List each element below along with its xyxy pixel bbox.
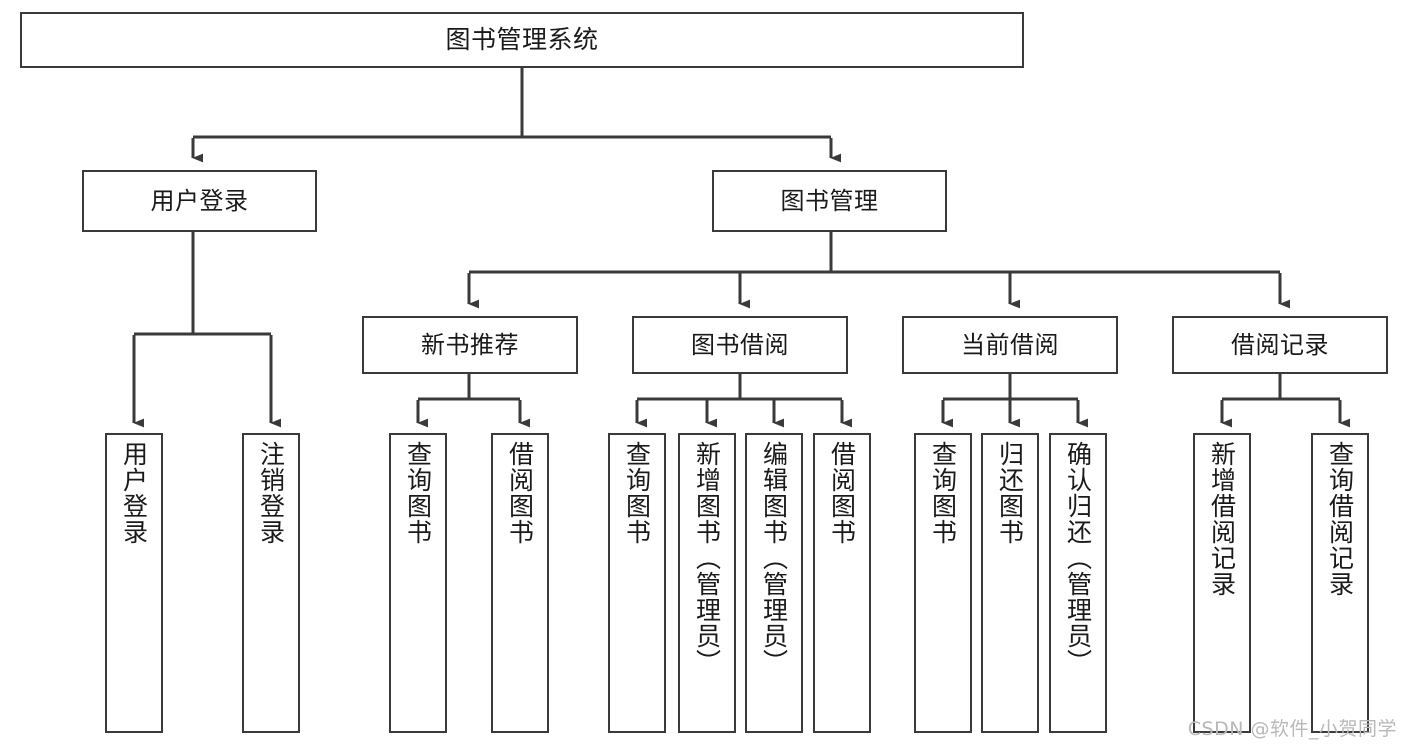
csdn-watermark: CSDN @软件_小贺同学 xyxy=(1187,718,1397,740)
node-label: 图书管理 xyxy=(780,186,879,215)
leaf-current-borrow-confirm-return-admin[interactable]: 确认归还（管理员） xyxy=(1049,433,1107,733)
node-new-book-recommend[interactable]: 新书推荐 xyxy=(362,316,578,374)
leaf-current-borrow-query-book[interactable]: 查询图书 xyxy=(914,433,972,733)
edge-bookmgmt-to-level3 xyxy=(467,232,1291,309)
node-label: 确认归还（管理员） xyxy=(1063,441,1093,675)
node-label: 查询借阅记录 xyxy=(1325,441,1355,597)
leaf-book-borrow-add-book-admin[interactable]: 新增图书（管理员） xyxy=(678,433,736,733)
leaf-book-borrow-borrow-book[interactable]: 借阅图书 xyxy=(813,433,871,733)
node-label: 借阅图书 xyxy=(505,441,535,545)
node-label: 注销登录 xyxy=(256,441,286,545)
leaf-borrow-record-add-record[interactable]: 新增借阅记录 xyxy=(1193,433,1251,733)
leaf-book-borrow-edit-book-admin[interactable]: 编辑图书（管理员） xyxy=(745,433,803,733)
node-label: 用户登录 xyxy=(119,441,149,545)
edge-borrowrecord-to-leaves xyxy=(1220,374,1351,428)
node-label: 新增图书（管理员） xyxy=(692,441,722,675)
leaf-user-login-login[interactable]: 用户登录 xyxy=(105,433,163,733)
edge-root-to-level2 xyxy=(191,68,842,163)
node-label: 借阅图书 xyxy=(827,441,857,545)
node-label: 查询图书 xyxy=(403,441,433,545)
node-current-borrow[interactable]: 当前借阅 xyxy=(902,316,1118,374)
node-borrow-record[interactable]: 借阅记录 xyxy=(1172,316,1388,374)
leaf-book-borrow-query-book[interactable]: 查询图书 xyxy=(608,433,666,733)
edge-currentborrow-to-leaves xyxy=(941,374,1089,428)
node-book-borrow[interactable]: 图书借阅 xyxy=(632,316,848,374)
edge-newbook-to-leaves xyxy=(416,374,531,428)
leaf-borrow-record-query-record[interactable]: 查询借阅记录 xyxy=(1311,433,1369,733)
node-label: 新增借阅记录 xyxy=(1207,441,1237,597)
leaf-new-book-borrow-book[interactable]: 借阅图书 xyxy=(491,433,549,733)
edge-userlogin-to-leaves xyxy=(132,232,282,428)
node-label: 查询图书 xyxy=(928,441,958,545)
leaf-current-borrow-return-book[interactable]: 归还图书 xyxy=(981,433,1039,733)
node-label: 借阅记录 xyxy=(1231,330,1329,359)
node-book-management[interactable]: 图书管理 xyxy=(712,170,947,232)
edge-bookborrow-to-leaves xyxy=(635,374,853,428)
node-user-login[interactable]: 用户登录 xyxy=(82,170,317,232)
node-label: 编辑图书（管理员） xyxy=(759,441,789,675)
node-label: 用户登录 xyxy=(150,186,249,215)
node-label: 归还图书 xyxy=(995,441,1025,545)
node-label: 新书推荐 xyxy=(421,330,519,359)
node-label: 查询图书 xyxy=(622,441,652,545)
node-label: 当前借阅 xyxy=(961,330,1059,359)
leaf-user-login-logout[interactable]: 注销登录 xyxy=(242,433,300,733)
node-label: 图书借阅 xyxy=(691,330,789,359)
node-label: 图书管理系统 xyxy=(445,25,599,55)
leaf-new-book-query-book[interactable]: 查询图书 xyxy=(389,433,447,733)
node-root-book-management-system[interactable]: 图书管理系统 xyxy=(20,12,1024,68)
